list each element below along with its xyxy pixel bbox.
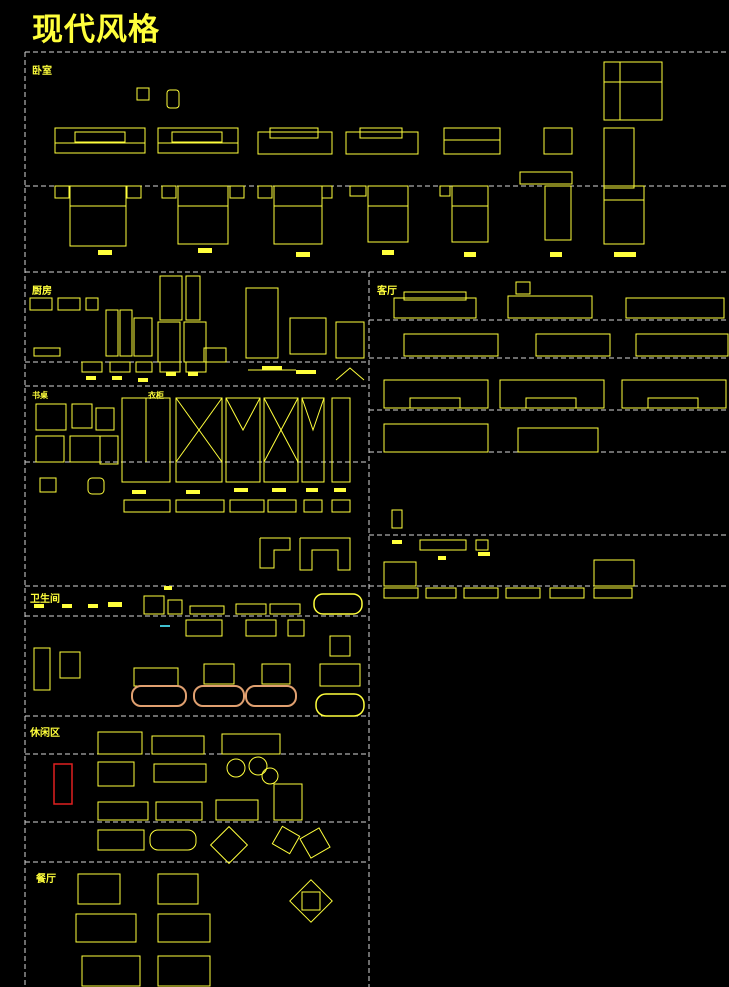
wardrobe-2 <box>175 397 223 483</box>
dining-items <box>75 873 333 987</box>
sofa-set-4 <box>403 333 499 357</box>
sofa-set-3 <box>625 297 725 319</box>
bed-elevation-5 <box>443 127 501 155</box>
section-label-bedroom: 卧室 <box>32 66 52 77</box>
bed-elevation-1 <box>54 127 146 154</box>
section-label-desk: 书桌 <box>32 391 48 400</box>
bathroom-tags <box>34 586 172 608</box>
kitchen-tags <box>86 366 316 382</box>
kitchen-items <box>29 275 365 381</box>
wardrobe-elevations <box>121 397 351 571</box>
sofa-set-5 <box>535 333 611 357</box>
sofa-set-11 <box>517 427 599 453</box>
section-label-bathroom: 卫生间 <box>30 594 60 605</box>
bathtubs-orange <box>131 685 297 707</box>
section-label-kitchen: 厨房 <box>32 286 52 297</box>
bunk-bed-elevation <box>603 61 663 189</box>
wardrobe-6 <box>331 397 351 483</box>
section-label-leisure: 休闲区 <box>30 728 60 739</box>
sofa-set-2 <box>507 281 593 319</box>
wardrobe-tags <box>132 488 346 494</box>
desk-items <box>35 403 119 495</box>
bathroom-items <box>33 595 361 691</box>
bed-elevation-6 <box>543 127 573 155</box>
wardrobe-4 <box>263 397 299 483</box>
bed-plan-3 <box>257 185 333 245</box>
section-label-wardrobe: 衣柜 <box>148 391 164 400</box>
bed-plans <box>54 171 645 247</box>
bed-plan-6 <box>519 171 573 241</box>
sofa-set-6 <box>635 333 729 357</box>
bed-elevation-2 <box>157 127 239 154</box>
bathtubs-yellow <box>313 593 365 717</box>
sofa-set-1 <box>393 291 477 319</box>
section-label-dining: 餐厅 <box>36 874 56 885</box>
living-room-tags <box>392 540 490 560</box>
section-label-living: 客厅 <box>377 286 397 297</box>
bed-plan-7 <box>603 185 645 245</box>
wardrobe-3 <box>225 397 261 483</box>
bedroom-small-items <box>136 87 180 109</box>
sofa-set-9 <box>621 379 727 409</box>
wardrobe-1 <box>121 397 171 483</box>
red-marker-box <box>53 763 73 805</box>
wardrobe-5 <box>301 397 325 483</box>
bed-plan-2 <box>161 185 245 245</box>
leisure-items <box>97 731 331 865</box>
sofa-set-8 <box>499 379 605 409</box>
bed-elevation-3 <box>257 127 333 155</box>
living-room-sofas <box>383 281 729 599</box>
bed-plan-1 <box>54 185 142 247</box>
frame-lines <box>24 51 729 987</box>
sofa-set-10 <box>383 423 489 453</box>
bed-plan-5 <box>439 185 489 243</box>
bed-tags <box>98 248 636 257</box>
bed-elevations <box>54 61 663 189</box>
page-title: 现代风格 <box>32 12 160 48</box>
bed-elevation-4 <box>345 127 419 155</box>
sofa-set-7 <box>383 379 489 409</box>
bed-plan-4 <box>349 185 409 243</box>
